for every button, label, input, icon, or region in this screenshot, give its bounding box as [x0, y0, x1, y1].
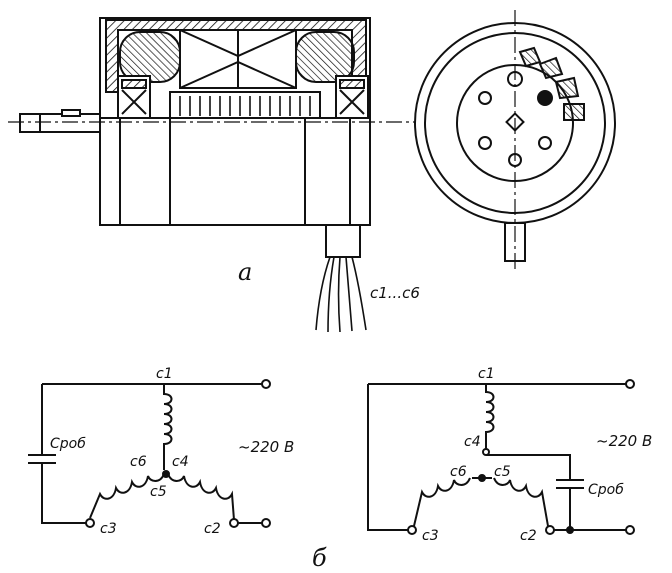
- terminal-bottom-right: [625, 525, 635, 535]
- right-capacitor: Cроб: [588, 482, 624, 498]
- part-a-label: a: [238, 258, 252, 286]
- leads-label: c1...c6: [370, 284, 420, 302]
- terminal-top-right: [625, 379, 635, 389]
- part-b-label: б: [312, 544, 327, 572]
- right-c4: c4: [464, 434, 481, 450]
- circuit-right: [367, 379, 635, 535]
- left-c1: c1: [156, 366, 173, 382]
- left-c2: c2: [204, 521, 221, 537]
- terminal-bottom-left: [261, 518, 271, 528]
- left-c5: c5: [150, 484, 167, 500]
- right-c1: c1: [478, 366, 495, 382]
- terminal-top-left: [261, 379, 271, 389]
- left-c6: c6: [130, 454, 147, 470]
- right-c3: c3: [422, 528, 439, 544]
- right-voltage: ~220 В: [596, 432, 652, 450]
- right-c5: c5: [494, 464, 511, 480]
- left-c4: c4: [172, 454, 189, 470]
- right-c2: c2: [520, 528, 537, 544]
- left-c3: c3: [100, 521, 117, 537]
- left-capacitor: Cроб: [50, 436, 86, 452]
- motor-side-view: [19, 17, 371, 333]
- circuit-left: [28, 379, 271, 528]
- left-voltage: ~220 В: [238, 438, 294, 456]
- right-c6: c6: [450, 464, 467, 480]
